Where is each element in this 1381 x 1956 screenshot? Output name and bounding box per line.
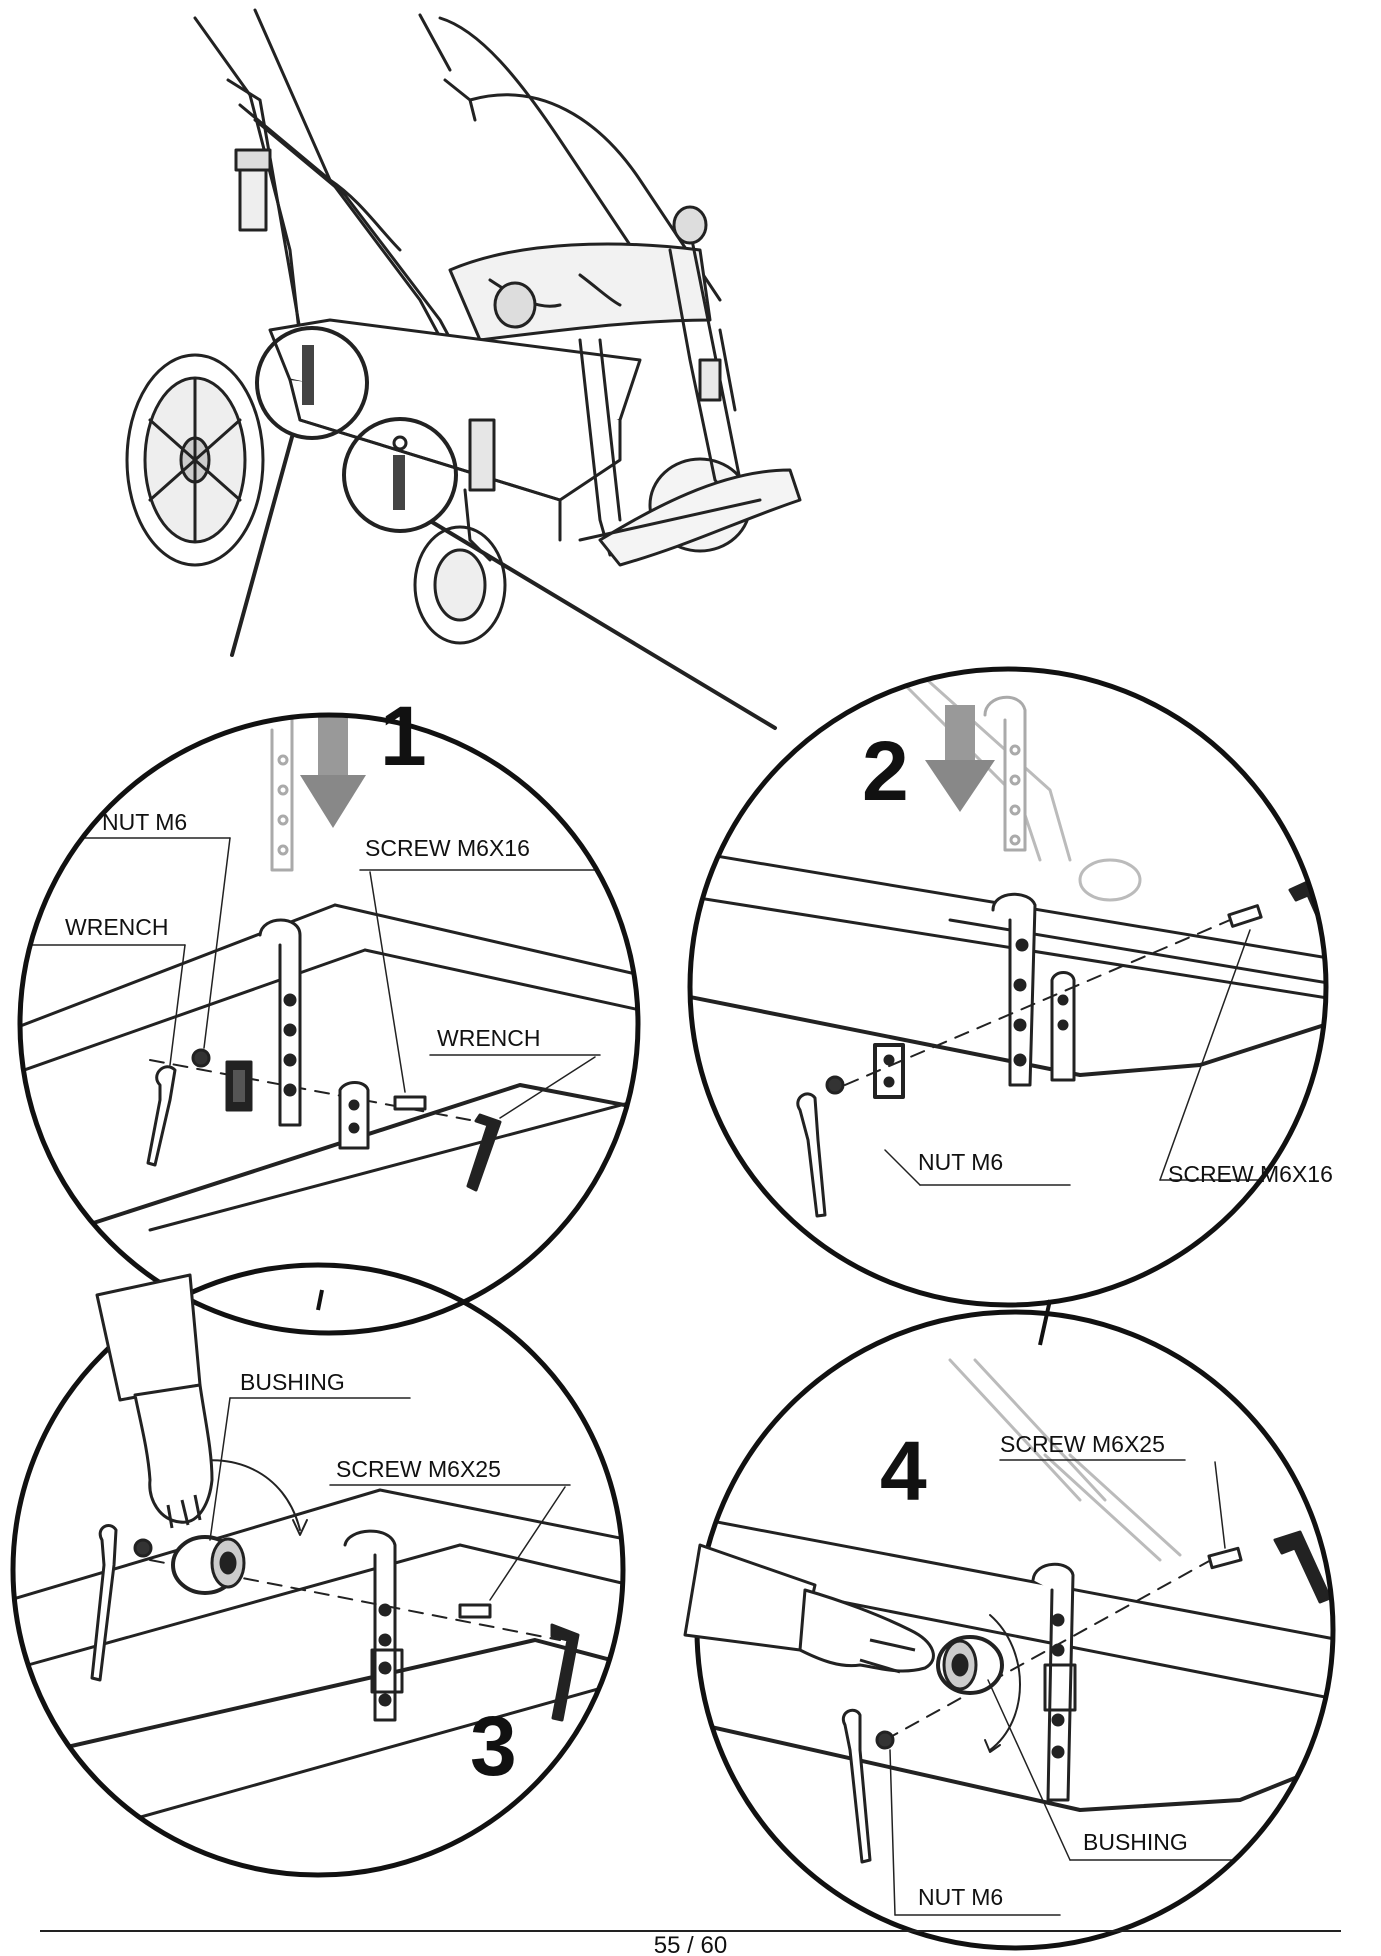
label-bushing: BUSHING <box>1083 1829 1188 1855</box>
label-screw-m6x16: SCREW M6X16 <box>365 835 530 861</box>
detail-circle-1: 1 NUT M6 SCREW M6X16 WRENCH WRENCH <box>17 689 641 1336</box>
step-number-2: 2 <box>862 724 909 818</box>
detail-circle-3: 3 BUSHING SCREW M6X25 <box>10 1262 626 1878</box>
label-nut-m6: NUT M6 <box>918 1149 1003 1175</box>
label-wrench: WRENCH <box>65 914 169 940</box>
label-bushing: BUSHING <box>240 1369 345 1395</box>
footer-rule <box>40 1930 1341 1932</box>
stroller-overview <box>125 8 802 730</box>
label-nut-m6: NUT M6 <box>102 809 187 835</box>
label-screw-m6x16: SCREW M6X16 <box>1168 1161 1333 1187</box>
page-number: 55 / 60 <box>653 1936 728 1956</box>
detail-circle-4: 4 SCREW M6X25 BUSHING NUT M6 <box>683 1309 1336 1951</box>
hand-illustration <box>95 1273 214 1529</box>
step-number-1: 1 <box>380 689 427 783</box>
step-number-3: 3 <box>470 1699 517 1793</box>
connector-lines <box>316 1289 1052 1346</box>
step-number-4: 4 <box>880 1424 927 1518</box>
label-screw-m6x25: SCREW M6X25 <box>336 1456 501 1482</box>
hand-illustration <box>683 1543 935 1674</box>
label-wrench: WRENCH <box>437 1025 541 1051</box>
label-screw-m6x25: SCREW M6X25 <box>1000 1431 1165 1457</box>
label-nut-m6: NUT M6 <box>918 1884 1003 1910</box>
detail-circle-2: 2 NUT M6 SCREW M6X16 <box>687 666 1333 1308</box>
